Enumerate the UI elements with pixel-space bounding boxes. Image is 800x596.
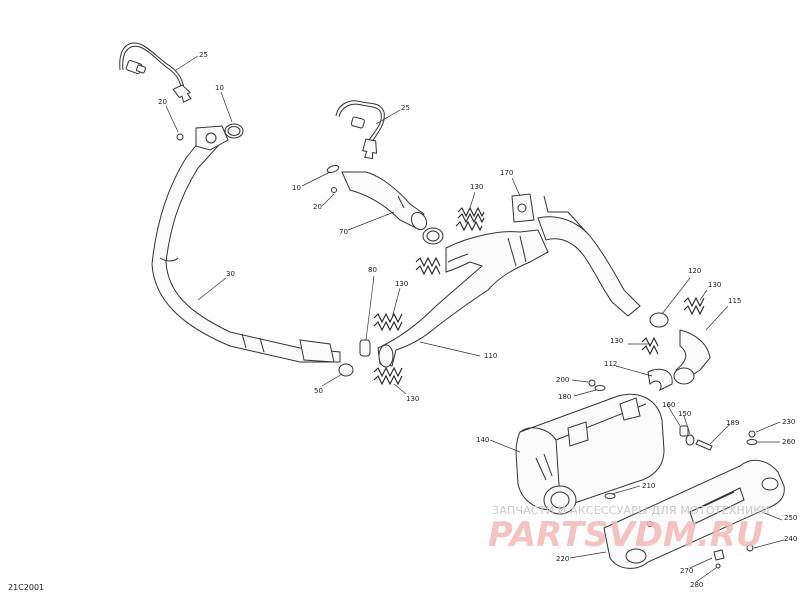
callout-25: 25 [401,104,410,112]
leader-lines [165,55,785,583]
callout-110: 110 [484,352,497,360]
callout-230: 230 [782,418,795,426]
callout-270: 270 [680,567,693,575]
callout-130: 130 [395,280,408,288]
screw-280 [715,563,721,569]
grommet [338,363,354,377]
rear-pipe [537,195,711,385]
callout-240: 240 [784,535,797,543]
watermark-tagline: ЗАПЧАСТИ И АКСЕССУАРЫ ДЛЯ МОТОТЕХНИКИ [492,504,770,517]
callout-80: 80 [368,266,377,274]
gasket-lower [359,339,371,357]
callout-160: 160 [662,401,675,409]
oxygen-sensor-left [119,42,192,103]
watermark-logo: PARTSVDM.RU [488,515,764,555]
callout-20: 20 [158,98,167,106]
callout-30: 30 [226,270,235,278]
washer-150 [685,434,695,446]
y-collector [377,229,549,368]
bushing-160 [679,425,689,437]
callout-180: 180 [558,393,571,401]
rear-head-pipe [341,171,428,231]
callout-25: 25 [199,51,208,59]
nut-200 [588,379,596,387]
callout-260: 260 [782,438,795,446]
callout-200: 200 [556,376,569,384]
clamp [647,368,673,392]
screw-250 [647,521,653,527]
callout-50: 50 [314,387,323,395]
springs [373,206,705,386]
callout-130: 130 [708,281,721,289]
hanger-bracket [511,193,535,223]
callout-120: 120 [688,267,701,275]
nut-230 [748,430,756,438]
callout-130: 130 [406,395,419,403]
muffler [515,393,665,515]
bolt-189 [695,439,713,451]
callout-20: 20 [313,203,322,211]
washer-180 [594,385,606,391]
screw-240 [746,544,754,552]
callout-150: 150 [678,410,691,418]
washer-210 [604,493,616,499]
callout-140: 140 [476,436,489,444]
seal-ring-right [649,312,669,328]
gasket-middle [326,165,340,173]
diagram-code: 21C2001 [8,583,44,592]
callout-70: 70 [339,228,348,236]
clip-270 [713,549,725,561]
seal-ring-upper [422,227,444,245]
callout-130: 130 [470,183,483,191]
callout-280: 280 [690,581,703,589]
callout-250: 250 [784,514,797,522]
bolt-left [176,133,184,141]
oxygen-sensor-middle [335,100,385,160]
callout-112: 112 [604,360,617,368]
callout-10: 10 [292,184,301,192]
callout-115: 115 [728,297,741,305]
callout-220: 220 [556,555,569,563]
callout-189: 189 [726,419,739,427]
callout-10: 10 [215,84,224,92]
washer-260 [746,439,758,445]
callout-170: 170 [500,169,513,177]
bolt-middle [331,187,337,193]
callout-210: 210 [642,482,655,490]
head-pipe [151,125,341,363]
callout-130: 130 [610,337,623,345]
heat-shield [603,459,785,569]
callout-labels: 25 10 20 25 10 20 70 130 170 30 80 130 1… [158,51,797,589]
